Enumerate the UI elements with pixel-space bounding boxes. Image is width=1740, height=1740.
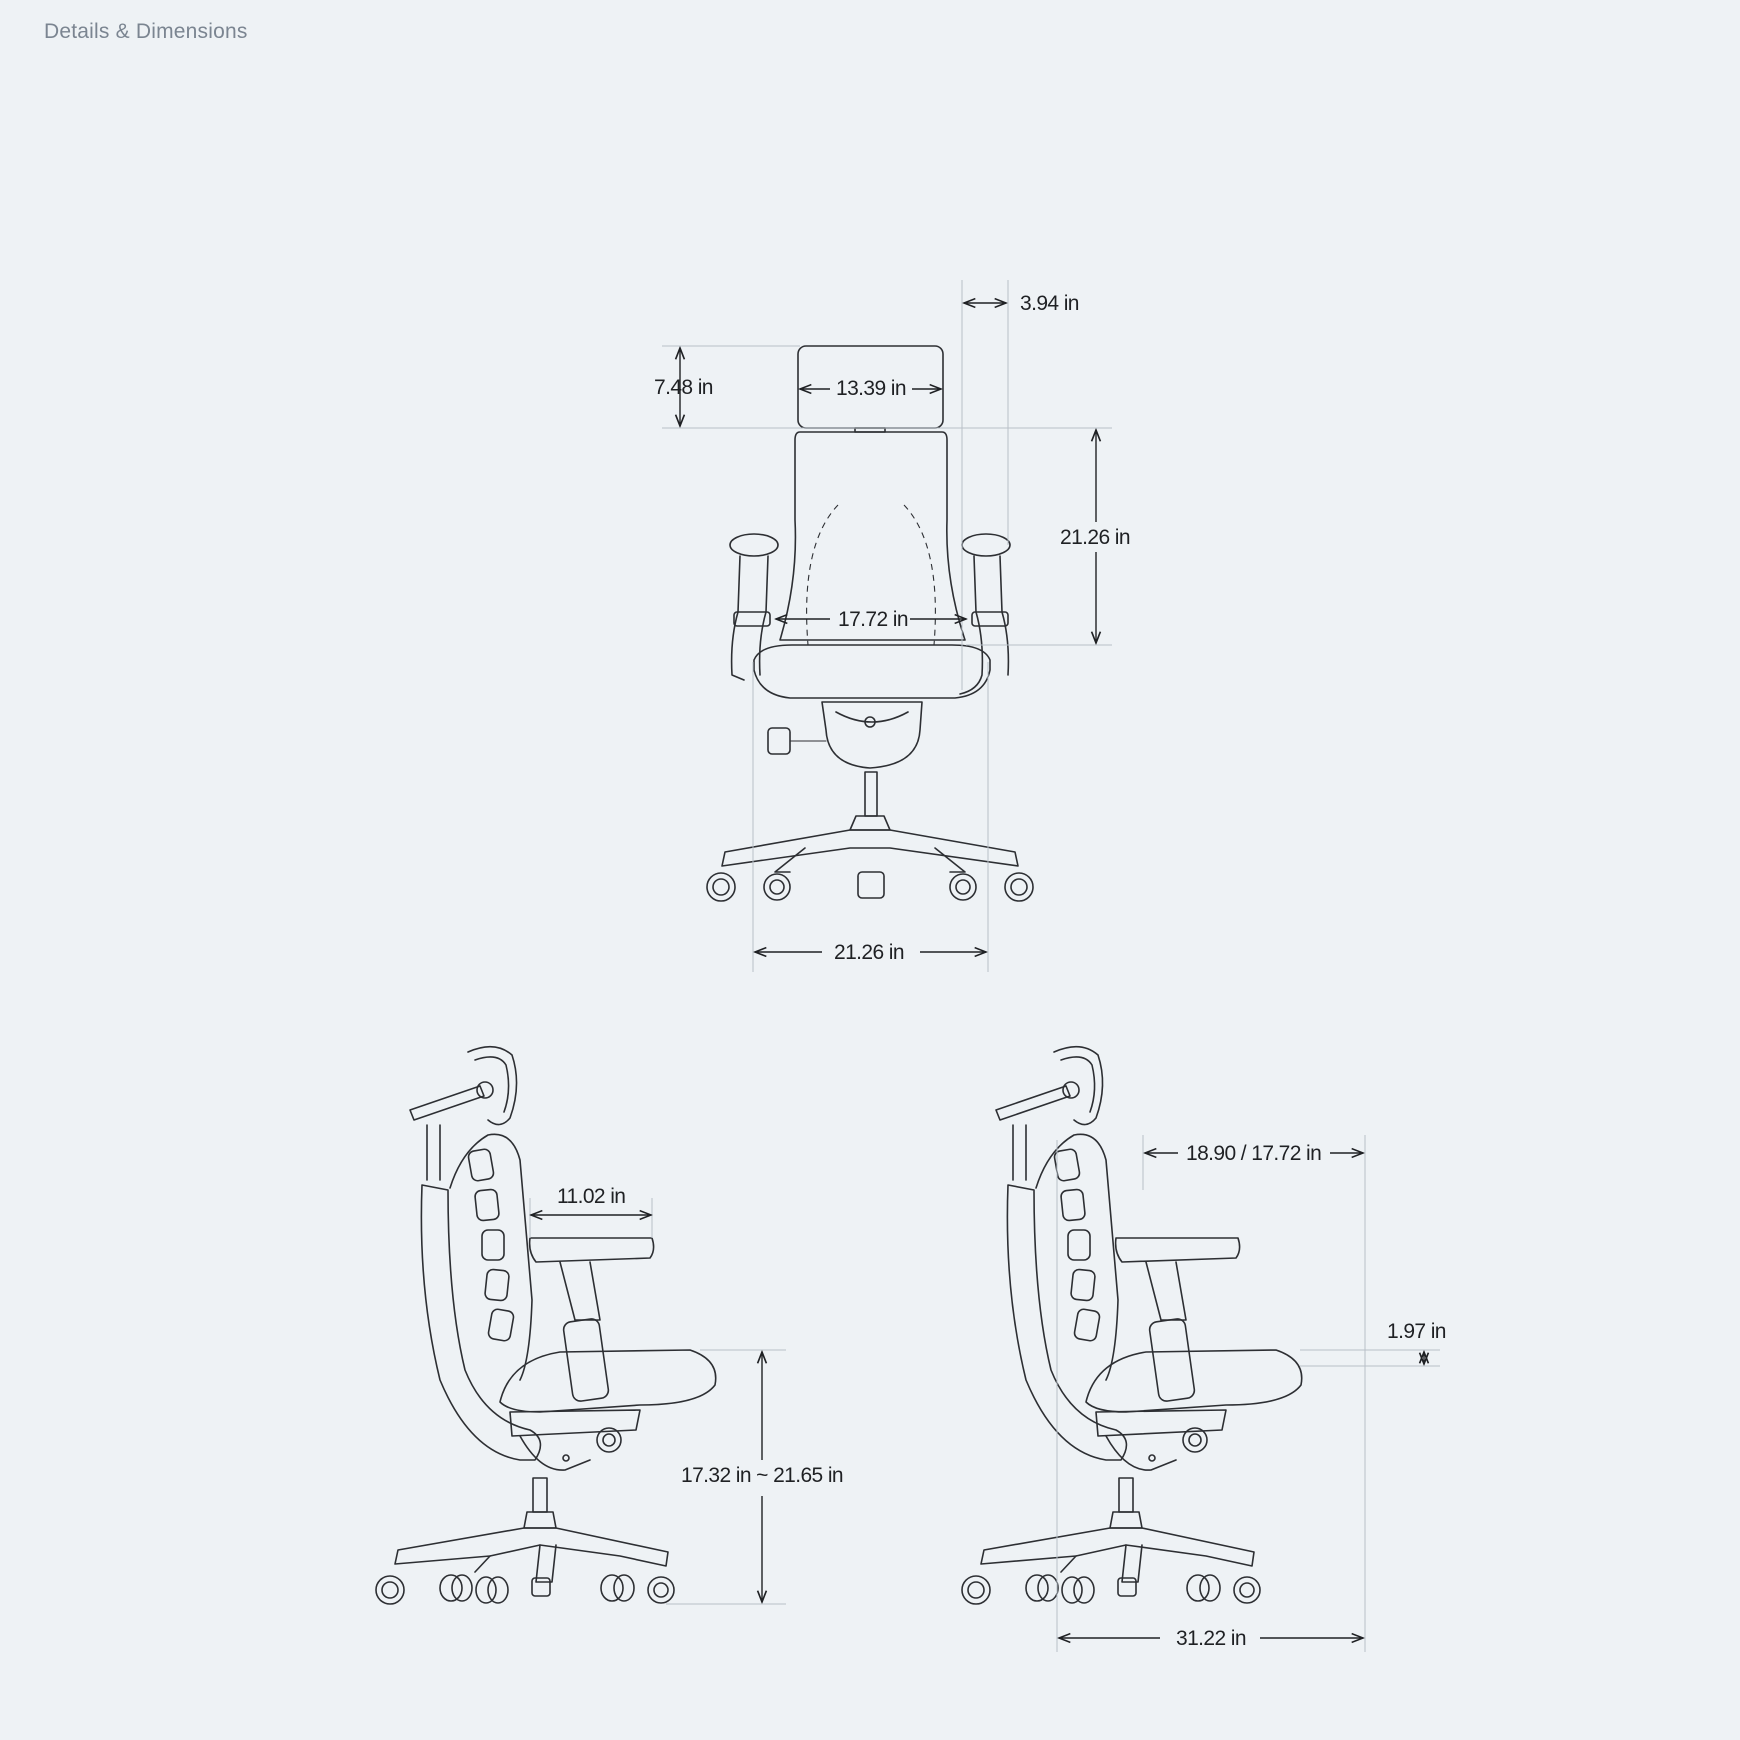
side-view-chair-left: [375, 1045, 717, 1605]
front-extension-lines: [662, 280, 1112, 972]
label-seat-width: 17.72 in: [838, 608, 908, 631]
front-backrest: [779, 431, 966, 641]
label-seat-tilt-travel: 1.97 in: [1387, 1320, 1446, 1343]
page-title: Details & Dimensions: [44, 20, 248, 43]
left-side-dimension-lines: [531, 1215, 762, 1602]
front-casters: [706, 871, 1034, 902]
side-casters-left: [375, 1574, 675, 1605]
side-lumbar-links: [467, 1148, 515, 1342]
label-headrest-height: 7.48 in: [654, 376, 713, 399]
label-seat-height-range: 17.32 in ~ 21.65 in: [681, 1464, 843, 1487]
side-armrest-pad: [528, 1237, 655, 1263]
front-dimension-lines: [680, 303, 1096, 952]
front-base: [721, 829, 1019, 867]
side-backrest-frame: [420, 1184, 542, 1461]
label-overall-width: 21.26 in: [834, 941, 904, 964]
front-seat: [753, 644, 991, 699]
side-headrest: [467, 1045, 518, 1126]
side-view-chair-right: [961, 1045, 1303, 1605]
front-height-knob: [767, 727, 791, 755]
label-armrest-depth: 11.02 in: [557, 1185, 625, 1208]
label-armrest-offset: 3.94 in: [1020, 292, 1079, 315]
left-side-extension-lines: [529, 1198, 786, 1605]
label-overall-depth: 31.22 in: [1176, 1627, 1246, 1650]
right-side-dimension-lines: [1059, 1153, 1424, 1638]
side-base-left: [394, 1527, 669, 1567]
label-seat-depth: 18.90 / 17.72 in: [1186, 1142, 1321, 1165]
right-side-extension-lines: [1056, 1135, 1440, 1652]
label-headrest-width: 13.39 in: [836, 377, 906, 400]
label-backrest-height: 21.26 in: [1060, 526, 1130, 549]
